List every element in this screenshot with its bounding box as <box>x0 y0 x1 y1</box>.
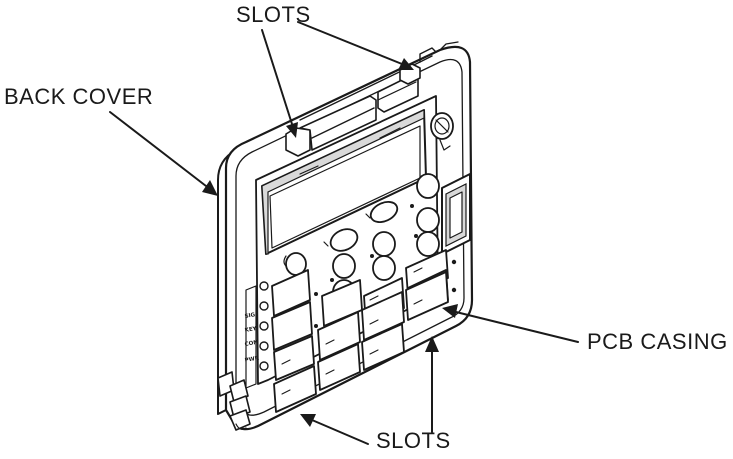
side-switch-frame <box>441 173 471 255</box>
key-grid <box>271 249 457 413</box>
button-round-8 <box>372 255 396 281</box>
round-buttons <box>283 173 440 305</box>
side-indicators: SIG KEY COM PWR <box>244 281 269 389</box>
button-round-4 <box>416 173 440 199</box>
bottom-slot-clips <box>217 371 251 431</box>
button-round-5 <box>416 207 440 233</box>
side-marking-com: COM <box>244 340 259 348</box>
leader-lines <box>109 21 579 445</box>
key-row-3 <box>273 271 449 381</box>
label-slots-bottom: SLOTS <box>376 428 451 453</box>
knob-icon <box>430 112 454 151</box>
label-slots-top: SLOTS <box>236 2 311 27</box>
button-round-9 <box>332 253 356 279</box>
side-marking-pwr: PWR <box>244 355 260 364</box>
top-slot-tabs <box>285 63 421 157</box>
side-marking-sig: SIG <box>244 312 256 320</box>
button-round-3 <box>365 201 399 223</box>
label-pcb-casing: PCB CASING <box>587 329 728 354</box>
label-back-cover: BACK COVER <box>4 84 154 109</box>
key-row-4 <box>273 323 405 413</box>
button-round-2 <box>323 228 359 252</box>
button-round-7 <box>372 231 396 257</box>
button-round-6 <box>416 231 440 257</box>
side-marking-key: KEY <box>244 326 258 334</box>
